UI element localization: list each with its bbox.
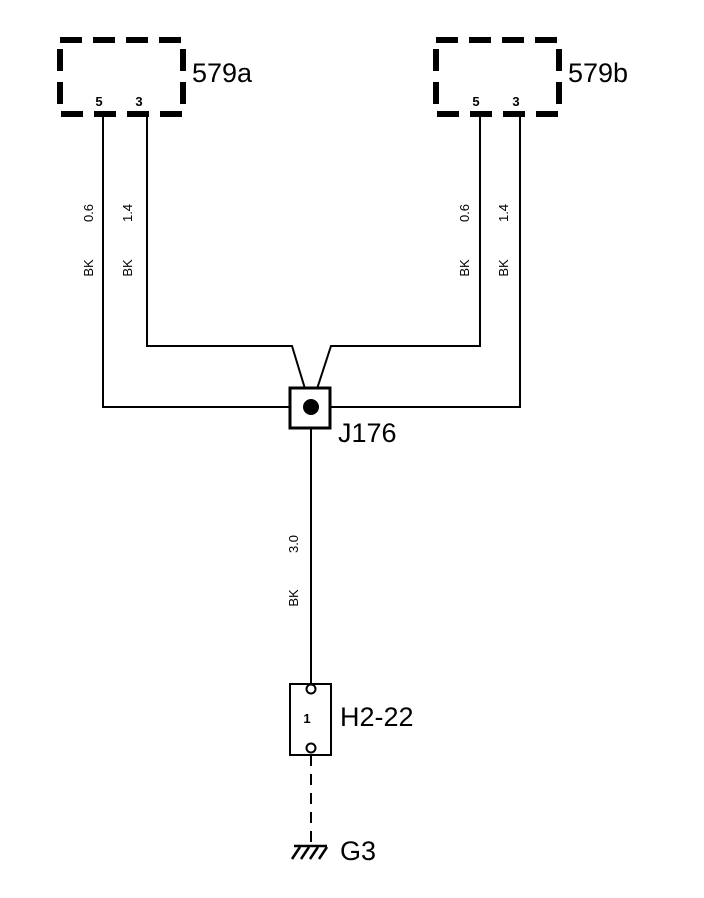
wire-579b-pin5-size: 0.6 (457, 204, 472, 222)
ground-icon (290, 844, 329, 860)
inline-connector-h2-22-pin: 1 (303, 711, 310, 726)
wire-579a-pin5[interactable] (102, 114, 290, 408)
inline-connector-h2-22[interactable]: 1 (289, 683, 332, 756)
wire-579b-pin5-color: BK (457, 259, 472, 277)
wire-579a-pin3-size: 1.4 (120, 204, 135, 222)
wire-579b-pin3[interactable] (331, 114, 521, 408)
splice-j176-dot (303, 399, 319, 415)
splice-j176-label: J176 (338, 418, 397, 448)
connector-579a-outline (57, 37, 186, 117)
connector-579b[interactable]: 5 3 (433, 37, 562, 117)
wire-579a-pin3-color: BK (120, 259, 135, 277)
splice-j176[interactable] (288, 386, 332, 430)
wire-579b-pin3-color: BK (496, 259, 511, 277)
wire-579a-pin5-color: BK (81, 259, 96, 277)
inline-connector-h2-22-top-terminal (305, 683, 317, 695)
connector-579b-pin-3: 3 (512, 94, 519, 109)
wire-579b-pin3-size: 1.4 (496, 204, 511, 222)
wire-579a-pin3[interactable] (146, 114, 307, 393)
connector-579a-pin-5: 5 (95, 94, 102, 109)
connector-579b-pin-5: 5 (472, 94, 479, 109)
connector-579a[interactable]: 5 3 (57, 37, 186, 117)
connector-579b-label: 579b (568, 58, 628, 88)
connector-579a-pin-3: 3 (135, 94, 142, 109)
wire-trunk-color: BK (286, 589, 301, 607)
wire-579b-pin5[interactable] (315, 114, 481, 393)
inline-connector-h2-22-bottom-terminal (305, 742, 317, 754)
ground-g3-label: G3 (340, 836, 376, 866)
wire-trunk-size: 3.0 (286, 535, 301, 553)
inline-connector-h2-22-label: H2-22 (340, 702, 414, 732)
connector-579b-outline (433, 37, 562, 117)
connector-579a-label: 579a (192, 58, 253, 88)
wire-579a-pin5-size: 0.6 (81, 204, 96, 222)
